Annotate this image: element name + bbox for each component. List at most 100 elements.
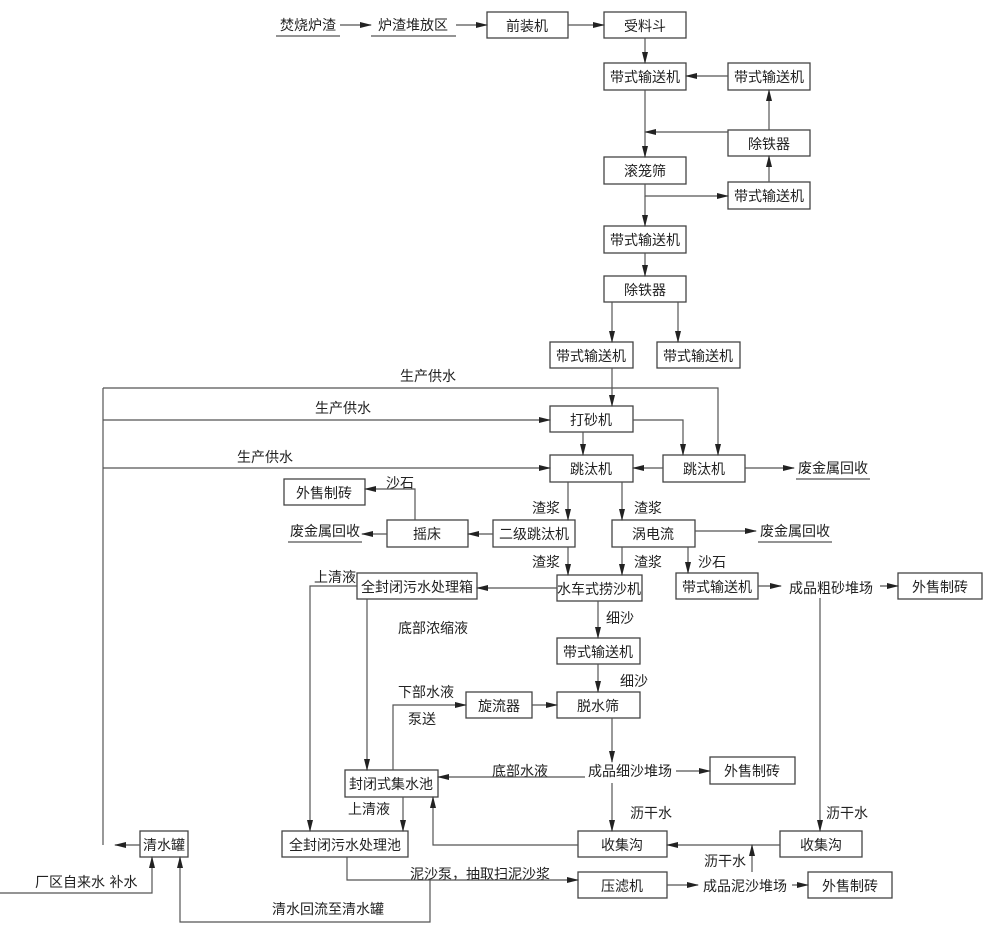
scrap-metal: 废金属回收 xyxy=(760,524,830,540)
flow-label: 下部水液 xyxy=(398,685,454,701)
flow-label: 上清液 xyxy=(314,570,356,586)
flow-label: 渣浆 xyxy=(634,501,662,517)
belt-conveyor-box: 带式输送机 xyxy=(727,181,811,210)
flow-label: 带式输送机 xyxy=(563,645,633,661)
belt-conveyor-box: 带式输送机 xyxy=(656,341,741,369)
flow-label: 带式输送机 xyxy=(663,349,733,365)
burn-slag: 焚烧炉渣 xyxy=(280,18,336,34)
flow-label: 渣浆 xyxy=(634,555,662,571)
belt-conveyor-box: 带式输送机 xyxy=(727,62,811,91)
flow-label: 收集沟 xyxy=(601,837,643,854)
flow-label: 二级跳汰机 xyxy=(499,527,569,543)
flow-label: 外售制砖 xyxy=(912,580,968,596)
eddy-current-box: 涡电流 xyxy=(611,519,696,548)
sell-brick-box: 外售制砖 xyxy=(283,478,366,506)
flow-label: 厂区自来水 补水 xyxy=(35,875,137,891)
flow-connectors xyxy=(0,22,899,923)
sell-brick-box: 外售制砖 xyxy=(709,756,796,785)
flow-label: 带式输送机 xyxy=(556,349,626,365)
flow-label: 外售制砖 xyxy=(822,879,878,895)
flow-label: 细沙 xyxy=(620,674,648,690)
belt-conveyor-box: 带式输送机 xyxy=(603,62,687,91)
flow-label: 全封闭污水处理池 xyxy=(289,837,401,854)
flow-label: 生产供水 xyxy=(400,369,456,385)
flow-label: 受料斗 xyxy=(624,19,666,35)
flow-label: 脱水筛 xyxy=(577,699,619,715)
text-nodes: 焚烧炉渣 炉渣堆放区 废金属回收 废金属回收 废金属回收 成品粗砂堆场 成品细沙… xyxy=(276,18,873,895)
flow-label: 旋流器 xyxy=(478,699,520,715)
flow-label: 封闭式集水池 xyxy=(349,776,433,793)
flow-label: 带式输送机 xyxy=(734,70,804,86)
belt-conveyor-box: 带式输送机 xyxy=(603,225,687,254)
sewage-tank-box: 全封闭污水处理箱 xyxy=(356,572,478,600)
shaking-table-box: 摇床 xyxy=(386,519,469,548)
iron-remover-box: 除铁器 xyxy=(603,275,687,303)
flow-label: 滚笼筛 xyxy=(624,163,666,180)
coarse-sand-yard: 成品粗砂堆场 xyxy=(789,581,873,597)
flow-label: 外售制砖 xyxy=(724,764,780,780)
flow-label: 沥干水 xyxy=(630,806,672,822)
flow-label: 带式输送机 xyxy=(734,189,804,205)
sell-brick-box: 外售制砖 xyxy=(807,871,893,899)
flow-label: 底部浓缩液 xyxy=(398,621,468,637)
flow-label: 打砂机 xyxy=(570,412,612,429)
flow-label: 生产供水 xyxy=(315,401,371,417)
clean-water-tank-box: 清水罐 xyxy=(139,830,189,858)
flow-label: 沙石 xyxy=(698,555,726,571)
flow-label: 跳汰机 xyxy=(683,462,725,478)
flow-label: 沥干水 xyxy=(826,806,868,822)
collection-pool-box: 封闭式集水池 xyxy=(344,769,439,798)
filter-press-box: 压滤机 xyxy=(577,871,668,899)
secondary-jig-box: 二级跳汰机 xyxy=(492,519,576,548)
flow-label: 摇床 xyxy=(413,527,441,543)
flow-label: 清水罐 xyxy=(143,838,185,854)
flow-labels: 生产供水 生产供水 生产供水 渣浆 渣浆 渣浆 渣浆 沙石 沙石 上清液 上清液… xyxy=(35,369,868,918)
scrap-metal: 废金属回收 xyxy=(798,461,868,477)
flow-label: 前装机 xyxy=(506,18,548,35)
flow-label: 除铁器 xyxy=(748,137,790,153)
flow-label: 除铁器 xyxy=(624,283,666,299)
flow-label: 细沙 xyxy=(606,611,634,627)
collection-ditch-box: 收集沟 xyxy=(577,830,668,858)
front-loader-box: 前装机 xyxy=(486,11,569,39)
flow-label: 收集沟 xyxy=(800,837,842,854)
flow-label: 带式输送机 xyxy=(610,70,680,86)
flow-label: 生产供水 xyxy=(237,450,293,466)
flow-label: 全封闭污水处理箱 xyxy=(361,579,473,596)
flow-label: 上清液 xyxy=(348,802,390,818)
slag-yard: 炉渣堆放区 xyxy=(378,18,448,34)
belt-conveyor-box: 带式输送机 xyxy=(556,637,641,665)
flow-label: 渣浆 xyxy=(532,555,560,571)
flow-label: 压滤机 xyxy=(601,879,643,895)
flow-label: 泵送 xyxy=(408,712,436,728)
flow-label: 沙石 xyxy=(386,476,414,492)
jig-box: 跳汰机 xyxy=(549,454,634,483)
flow-label: 沥干水 xyxy=(704,854,746,870)
dewatering-screen-box: 脱水筛 xyxy=(556,691,641,719)
sell-brick-box: 外售制砖 xyxy=(897,572,983,600)
flow-label: 底部水液 xyxy=(492,764,548,780)
flow-label: 带式输送机 xyxy=(682,580,752,596)
scrap-metal: 废金属回收 xyxy=(290,524,360,540)
flow-label: 泥沙泵，抽取扫泥沙浆 xyxy=(410,867,550,883)
jig-box-right: 跳汰机 xyxy=(662,454,746,483)
sand-maker-box: 打砂机 xyxy=(549,405,634,433)
waterwheel-sand-box: 水车式捞沙机 xyxy=(556,574,643,602)
cyclone-box: 旋流器 xyxy=(465,691,533,719)
belt-conveyor-box: 带式输送机 xyxy=(549,341,634,369)
flow-label: 带式输送机 xyxy=(610,233,680,249)
collection-ditch-box: 收集沟 xyxy=(779,830,863,858)
flow-label: 涡电流 xyxy=(632,527,674,543)
flow-label: 外售制砖 xyxy=(296,486,352,502)
hopper-box: 受料斗 xyxy=(603,11,687,39)
mud-sand-yard: 成品泥沙堆场 xyxy=(703,879,787,895)
drum-screen-box: 滚笼筛 xyxy=(603,156,687,185)
flow-label: 清水回流至清水罐 xyxy=(272,902,384,918)
flow-label: 跳汰机 xyxy=(570,462,612,478)
fine-sand-yard: 成品细沙堆场 xyxy=(588,764,672,780)
iron-remover-box: 除铁器 xyxy=(727,129,811,157)
sewage-pool-box: 全封闭污水处理池 xyxy=(281,830,409,858)
flow-label: 渣浆 xyxy=(532,501,560,517)
belt-conveyor-box: 带式输送机 xyxy=(675,572,759,600)
